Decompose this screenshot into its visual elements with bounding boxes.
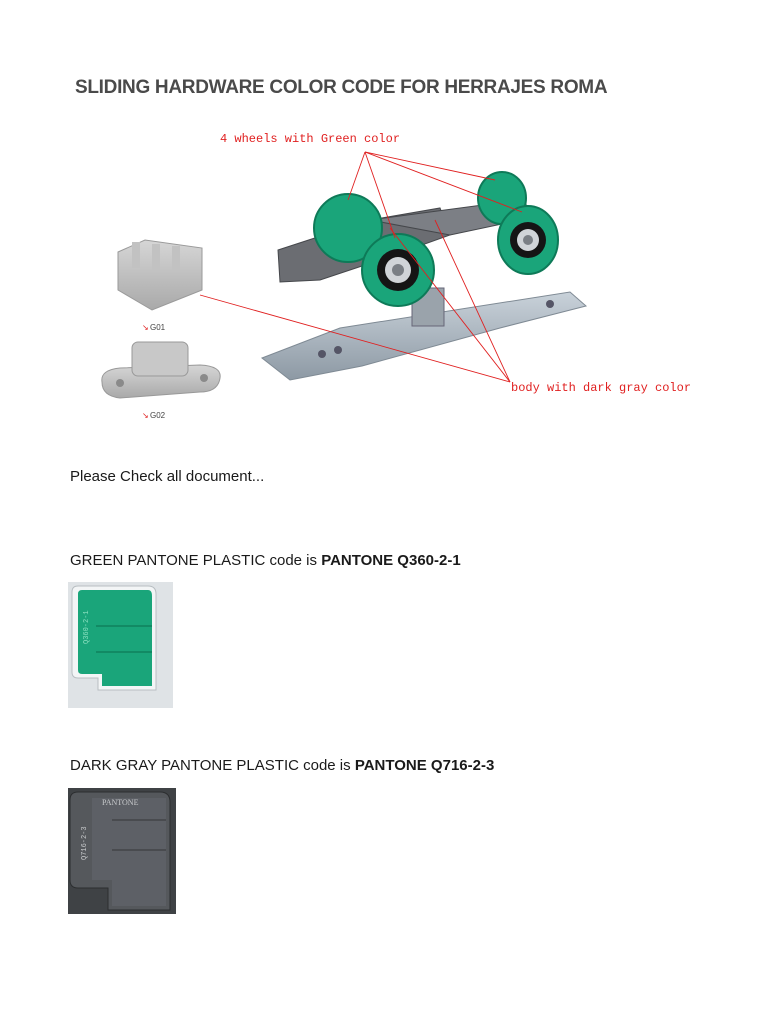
part-g02-image (101, 341, 221, 399)
green-code-value: PANTONE Q360-2-1 (321, 552, 461, 569)
green-code-label: GREEN PANTONE PLASTIC code is (70, 552, 322, 569)
notice-text: Please Check all document... (70, 468, 265, 485)
gray-code-value: PANTONE Q716-2-3 (354, 757, 495, 774)
green-chip-code-text: Q360-2-1 (83, 610, 91, 644)
gray-code-line: DARK GRAY PANTONE PLASTIC code is PANTON… (70, 757, 494, 774)
gray-code-label: DARK GRAY PANTONE PLASTIC code is (70, 757, 355, 774)
callout-lines (199, 151, 523, 383)
arrow-icon: ↘ (142, 411, 149, 420)
part-g01-image (117, 239, 203, 311)
sliding-hardware-image (260, 171, 588, 381)
arrow-icon: ↘ (142, 323, 149, 332)
page-title: SLIDING HARDWARE COLOR CODE FOR HERRAJES… (75, 77, 608, 98)
part-g01-label: G01 (150, 323, 166, 332)
callout-wheels-label: 4 wheels with Green color (220, 132, 400, 146)
green-code-line: GREEN PANTONE PLASTIC code is PANTONE Q3… (70, 552, 461, 569)
part-g02-label: G02 (150, 411, 166, 420)
callout-body-label: body with dark gray color (511, 381, 691, 395)
hardware-figure: G01 ↘ G02 ↘ (90, 120, 710, 425)
gray-pantone-chip-photo: PANTONE Q716-2-3 (68, 788, 176, 914)
green-pantone-chip-photo: Q360-2-1 (68, 582, 173, 708)
gray-chip-brand-text: PANTONE (102, 798, 139, 807)
gray-chip-code-text: Q716-2-3 (81, 826, 89, 860)
